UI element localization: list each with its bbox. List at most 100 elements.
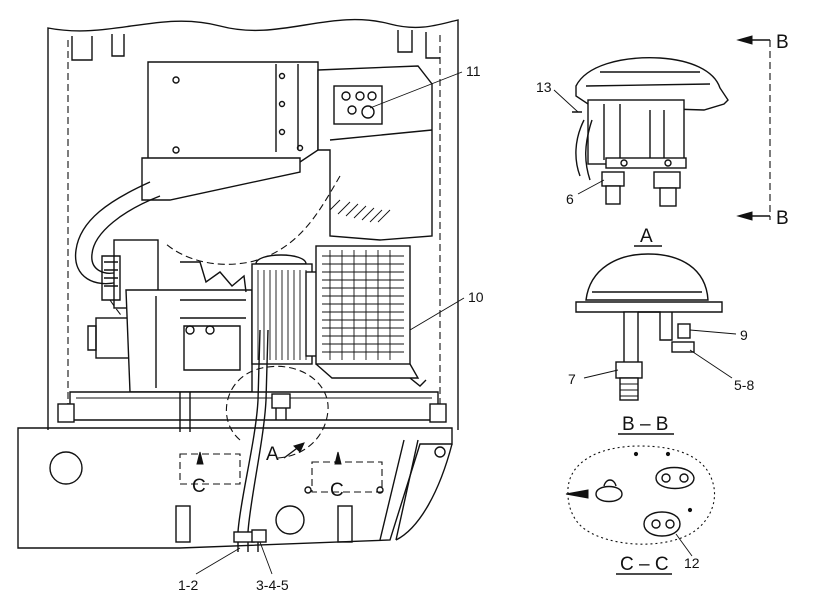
dome-profile	[585, 253, 709, 301]
bracket-top-right-2	[425, 32, 440, 59]
bolt	[296, 144, 304, 152]
pressure-valve	[180, 261, 247, 293]
callout-12: 12	[684, 555, 700, 571]
tank-slot	[175, 505, 191, 543]
control-box	[147, 61, 319, 163]
fitting-left-nut	[605, 185, 621, 205]
hatch-lower	[329, 199, 391, 223]
lamp-dome-rim	[585, 71, 711, 87]
fitting-body	[615, 361, 643, 379]
mount-rails	[603, 104, 665, 160]
leader-3-4-5	[259, 541, 273, 575]
side-handle	[585, 119, 593, 181]
oil-cooler-frame	[315, 363, 420, 379]
section-cc-title: C – C	[620, 554, 669, 575]
direction-arrow	[565, 489, 589, 499]
section-c-box-right	[311, 461, 383, 493]
tank-panel	[17, 427, 453, 549]
bolt	[304, 486, 312, 494]
oval-hole-right	[655, 466, 695, 490]
port-hole	[665, 519, 675, 529]
pipe-right	[409, 377, 427, 387]
bolt	[172, 146, 180, 154]
view-a-title: A	[640, 226, 653, 247]
callout-10: 10	[468, 289, 484, 305]
leader-5-8	[689, 349, 733, 379]
small-dot	[687, 507, 693, 513]
bracket-side	[638, 311, 673, 341]
frame-outline	[47, 18, 459, 430]
bolt	[278, 100, 286, 108]
small-dot	[633, 451, 639, 457]
base-foot	[429, 403, 447, 423]
bolt	[172, 76, 180, 84]
section-c-label-right: C	[330, 480, 344, 501]
connector-pin	[355, 91, 365, 101]
pump-gear	[101, 255, 121, 301]
tank-slot	[337, 505, 353, 543]
port-hole	[679, 473, 689, 483]
bolt	[376, 486, 384, 494]
valve-cap	[87, 325, 97, 351]
fitting	[185, 325, 195, 335]
oval-hole-lower	[643, 511, 681, 537]
tank-panel-curve	[395, 443, 453, 541]
callout-13: 13	[536, 79, 552, 95]
base-bar	[69, 391, 439, 421]
upper-fitting-stem	[275, 408, 287, 420]
fitting	[205, 325, 215, 335]
bolt	[278, 128, 286, 136]
bracket-top-right	[397, 30, 413, 53]
oval-hole-left	[595, 485, 623, 503]
section-c-label-left: C	[192, 476, 206, 497]
connector-pin	[341, 91, 351, 101]
section-b-b: 9 5-8 7 B – B	[568, 253, 754, 435]
mount-block	[587, 99, 685, 165]
small-dot	[665, 451, 671, 457]
fitting-right-nut	[659, 187, 677, 207]
control-box-rail	[275, 64, 299, 152]
leader-1-2	[195, 547, 241, 575]
stem	[623, 311, 639, 365]
callout-11: 11	[466, 63, 481, 79]
tank-panel-diag	[379, 439, 419, 541]
upper-fitting	[271, 393, 291, 409]
inspection-hole-small	[434, 446, 446, 458]
section-b-arrow-bottom	[736, 211, 753, 221]
port-hole	[661, 473, 671, 483]
view-a-marker: A	[266, 444, 279, 465]
fitting-nut	[619, 377, 639, 401]
hydraulic-pipe	[237, 329, 261, 533]
inspection-hole	[275, 505, 305, 535]
connector-pin	[347, 105, 357, 115]
section-c-arrow-right	[334, 451, 342, 465]
hose-drop	[179, 392, 191, 432]
section-c-arrow-left	[196, 451, 204, 465]
port-hole	[651, 519, 661, 529]
callout-5-8: 5-8	[734, 377, 754, 393]
callout-7: 7	[568, 371, 576, 387]
callout-1-2: 1-2	[178, 577, 198, 593]
leader-12	[675, 533, 693, 557]
oval-hole-left-notch	[603, 479, 617, 487]
section-b-label-bottom: B	[776, 208, 789, 229]
section-b-label-top: B	[776, 32, 789, 53]
section-c-box-left	[179, 453, 241, 485]
motor-cap	[255, 254, 307, 265]
pipe-fitting	[251, 529, 267, 543]
leader-13	[553, 89, 579, 113]
view-a: B B 13 6 A	[536, 32, 789, 247]
bolt	[278, 72, 286, 80]
hydraulic-pipe	[247, 329, 269, 533]
bracket-top-mid	[111, 34, 125, 57]
fitting-right	[653, 171, 681, 189]
callout-6: 6	[566, 191, 574, 207]
leader-11	[369, 71, 463, 109]
valve-body	[95, 317, 131, 359]
base-foot	[57, 403, 75, 423]
oil-cooler-grid	[322, 255, 404, 353]
callout-3-4-5: 3-4-5	[256, 577, 289, 593]
bracket-top-left	[71, 36, 93, 61]
side-handle	[572, 111, 585, 177]
